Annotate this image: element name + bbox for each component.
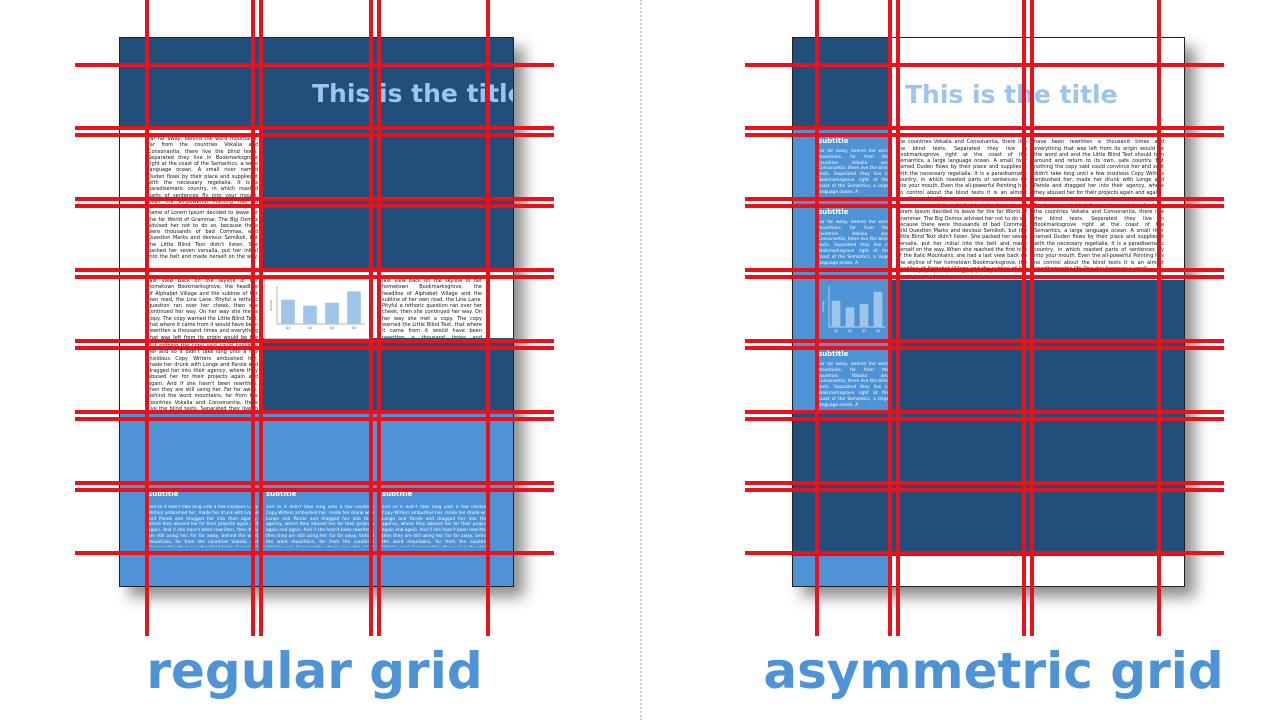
grid-line-horizontal xyxy=(745,268,1224,272)
grid-line-horizontal xyxy=(745,126,1224,130)
x-tick-label: Q2 xyxy=(308,326,313,330)
grid-line-horizontal xyxy=(75,551,554,555)
bar-chart: Q1 Q2 Q3 Q4 activity xyxy=(264,279,372,339)
column-subtitle: subtitle xyxy=(818,208,849,216)
text-block: Far far away, behind the word mountains,… xyxy=(148,136,258,204)
grid-line-horizontal xyxy=(75,268,554,272)
grid-line-horizontal xyxy=(75,417,554,421)
grid-line-horizontal xyxy=(75,63,554,67)
column-text: Far far away, behind the word mountains,… xyxy=(818,149,889,195)
grid-line-horizontal xyxy=(745,551,1224,555)
y-axis-label: activity xyxy=(269,299,273,310)
text-block: However a small line of blind text by th… xyxy=(897,203,1027,273)
caption-regular-grid: regular grid xyxy=(146,642,483,700)
grid-line-vertical xyxy=(815,0,819,636)
grid-line-horizontal xyxy=(75,133,554,137)
bar xyxy=(845,307,855,327)
bar xyxy=(347,291,361,324)
bar xyxy=(873,291,883,327)
grid-line-horizontal xyxy=(75,346,554,350)
grid-line-horizontal xyxy=(745,63,1224,67)
column-subtitle: subtitle xyxy=(382,490,413,498)
text-block: Far far away, behind the word mountains,… xyxy=(1034,203,1164,272)
grid-line-vertical xyxy=(888,0,892,636)
grid-line-vertical xyxy=(369,0,373,636)
grid-line-horizontal xyxy=(745,133,1224,137)
x-tick-label: Q2 xyxy=(848,329,853,333)
x-tick-label: Q1 xyxy=(834,329,839,333)
column-subtitle: subtitle xyxy=(148,490,179,498)
bar xyxy=(859,304,869,327)
grid-line-vertical xyxy=(1030,0,1034,636)
bar-chart-svg: Q1 Q2 Q3 Q4 activity xyxy=(821,286,885,333)
text-block: last view back on the skyline of her hom… xyxy=(148,278,258,341)
grid-line-horizontal xyxy=(745,204,1224,208)
grid-line-vertical xyxy=(377,0,381,636)
grid-line-horizontal xyxy=(75,197,554,201)
page-title: This is the title xyxy=(312,79,514,108)
navy-block-mid xyxy=(260,338,513,414)
bar xyxy=(831,300,841,327)
text-block: Far far away, behind the word mountains,… xyxy=(897,133,1027,200)
panel-divider xyxy=(640,0,642,720)
bar xyxy=(281,299,295,324)
x-tick-label: Q3 xyxy=(330,326,335,330)
grid-line-horizontal xyxy=(745,339,1224,343)
grid-line-horizontal xyxy=(75,339,554,343)
bar xyxy=(325,302,339,324)
grid-line-vertical xyxy=(896,0,900,636)
column-subtitle: subtitle xyxy=(818,137,849,145)
side-band xyxy=(793,414,890,556)
text-block: However a small line of blind text by th… xyxy=(148,204,258,260)
regular-grid-page: This is the title Far far away, behind t… xyxy=(119,37,514,587)
text-block: Little Blind Text, that where it came fr… xyxy=(1034,133,1164,196)
x-tick-label: Q3 xyxy=(862,329,867,333)
grid-line-vertical xyxy=(1022,0,1026,636)
grid-line-vertical xyxy=(1157,0,1161,636)
grid-line-vertical xyxy=(145,0,149,636)
header-band xyxy=(120,38,513,128)
grid-line-horizontal xyxy=(745,410,1224,414)
footer-band xyxy=(120,414,513,586)
bar-chart: Q1 Q2 Q3 Q4 activity xyxy=(820,280,890,337)
grid-line-horizontal xyxy=(75,126,554,130)
column-subtitle: subtitle xyxy=(266,490,297,498)
page-title: This is the title xyxy=(905,80,1118,109)
column-subtitle: subtitle xyxy=(818,350,849,358)
grid-line-horizontal xyxy=(745,417,1224,421)
grid-line-horizontal xyxy=(745,346,1224,350)
grid-line-vertical xyxy=(486,0,490,636)
y-axis-label: activity xyxy=(821,301,825,312)
bar xyxy=(303,305,317,324)
grid-line-horizontal xyxy=(745,275,1224,279)
grid-line-vertical xyxy=(259,0,263,636)
column-text: Far far away, behind the word mountains,… xyxy=(818,220,889,266)
grid-line-vertical xyxy=(251,0,255,636)
x-tick-label: Q4 xyxy=(876,329,881,333)
x-tick-label: Q1 xyxy=(286,326,291,330)
grid-line-horizontal xyxy=(75,275,554,279)
column-text: Far far away, behind the word mountains,… xyxy=(818,362,889,408)
column-text: and so it didn't take long until a few i… xyxy=(382,505,490,547)
grid-line-horizontal xyxy=(75,410,554,414)
grid-line-horizontal xyxy=(745,197,1224,201)
x-tick-label: Q4 xyxy=(352,326,357,330)
grid-line-horizontal xyxy=(745,481,1224,485)
grid-line-horizontal xyxy=(75,481,554,485)
grid-line-horizontal xyxy=(75,488,554,492)
bar-chart-svg: Q1 Q2 Q3 Q4 activity xyxy=(269,286,365,330)
column-text: and so it didn't take long until a few i… xyxy=(148,505,258,547)
grid-line-horizontal xyxy=(75,204,554,208)
header-block xyxy=(793,38,890,128)
text-block: last view back on the skyline of her hom… xyxy=(382,278,482,338)
asymmetric-grid-page: This is the title subtitle Far far away,… xyxy=(792,37,1185,587)
grid-line-horizontal xyxy=(745,488,1224,492)
text-block: But nothing the copy said could convince… xyxy=(148,343,258,411)
column-text: and so it didn't take long until a few i… xyxy=(266,505,374,547)
caption-asymmetric-grid: asymmetric grid xyxy=(763,642,1224,700)
